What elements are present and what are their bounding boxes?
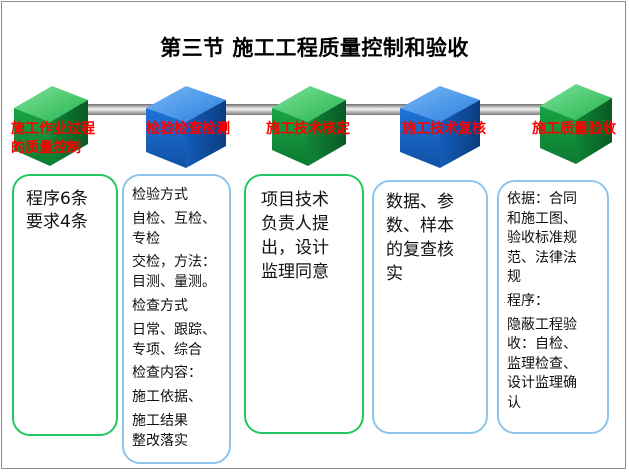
- box-line: 专项、综合: [132, 341, 202, 358]
- box-line: 目测、量测。: [132, 274, 216, 291]
- box-line: 监理检查、: [507, 355, 577, 372]
- box-line: 检查方式: [132, 297, 188, 314]
- step-label-5: 施工质量验收: [532, 121, 616, 137]
- step-box-3: 项目技术 负责人提 出，设计 监理同意: [244, 174, 364, 434]
- box-line: 规: [507, 269, 521, 286]
- box-line: 程序：: [507, 292, 549, 309]
- blue-cube-icon: [400, 86, 480, 168]
- box-line: 负责人提: [261, 214, 329, 234]
- step-box-1: 程序6条 要求4条: [12, 174, 118, 436]
- step-label-2: 检验检查检测: [146, 121, 230, 137]
- box-line: 和施工图、: [507, 210, 577, 227]
- box-line: 监理同意: [261, 262, 329, 282]
- green-cube-icon: [14, 86, 88, 166]
- box-line: 范、法律法: [507, 249, 577, 266]
- box-line: 日常、跟踪、: [132, 321, 216, 338]
- box-line: 数据、参: [386, 192, 454, 212]
- box-line: 施工依据、: [132, 389, 202, 406]
- box-line: 项目技术: [261, 190, 329, 210]
- box-line: 整改落实: [132, 432, 188, 449]
- box-line: 出，设计: [261, 238, 329, 258]
- box-line: 检验方式: [132, 187, 188, 203]
- box-line: 认: [507, 394, 521, 411]
- box-line: 隐蔽工程验: [507, 316, 577, 333]
- step-box-4: 数据、参 数、样本 的复查核 实: [372, 180, 488, 434]
- box-line: 检查内容：: [132, 365, 202, 382]
- box-line: 施工结果: [132, 412, 188, 429]
- box-line: 收：自检、: [507, 336, 577, 353]
- box-line: 依据：合同: [507, 191, 577, 207]
- page-title: 第三节 施工工程质量控制和验收: [160, 35, 469, 60]
- green-cube-icon: [540, 84, 612, 164]
- step-label-3: 施工技术核定: [266, 121, 350, 137]
- box-line: 专检: [132, 230, 160, 247]
- box-line: 交检，方法：: [132, 254, 216, 271]
- box-line: 数、样本: [386, 216, 454, 236]
- box-line: 验收标准规: [507, 230, 577, 247]
- box-line: 实: [386, 264, 403, 284]
- box-line: 要求4条: [26, 212, 88, 232]
- step-box-2: 检验方式 自检、互检、 专检 交检，方法： 目测、量测。 检查方式 日常、跟踪、…: [122, 174, 231, 464]
- step-box-5: 依据：合同 和施工图、 验收标准规 范、法律法 规 程序： 隐蔽工程验 收：自检…: [497, 180, 609, 434]
- box-line: 设计监理确: [507, 375, 577, 392]
- step-label-1: 施工作业过程 的质量控制: [11, 121, 95, 156]
- green-cube-icon: [272, 86, 346, 166]
- box-line: 的复查核: [386, 240, 454, 260]
- box-line: 自检、互检、: [132, 210, 216, 227]
- blue-cube-icon: [146, 86, 226, 168]
- box-line: 程序6条: [26, 189, 88, 209]
- step-label-4: 施工技术复核: [402, 121, 486, 137]
